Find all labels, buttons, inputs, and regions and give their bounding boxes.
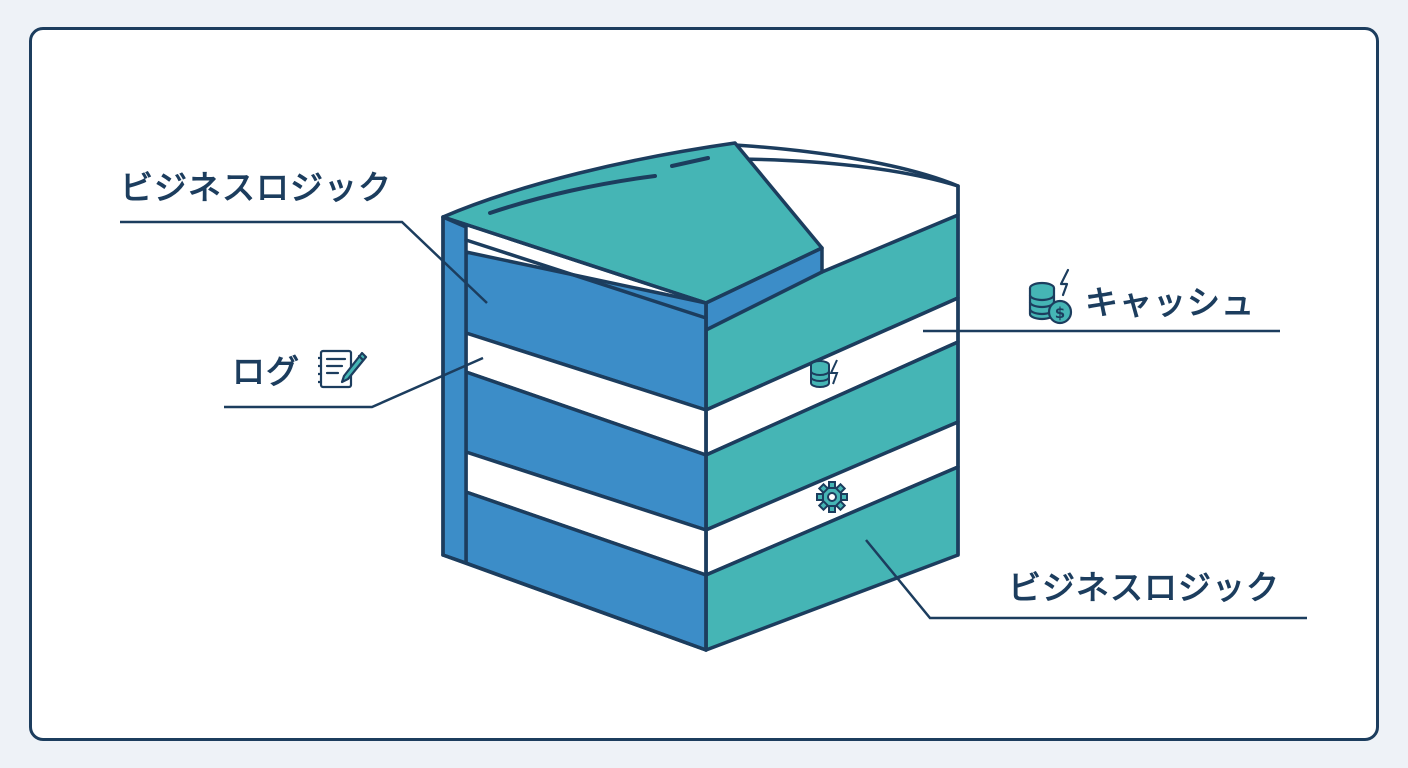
svg-text:$: $ xyxy=(1055,304,1065,322)
label-log: ログ xyxy=(232,352,300,391)
coin-stack-lightning-icon: $ xyxy=(1028,268,1073,325)
front-rim xyxy=(441,215,468,565)
top-face xyxy=(441,141,824,305)
leader-log xyxy=(224,356,484,409)
top-cut-arc xyxy=(738,157,960,188)
gear-icon xyxy=(816,481,848,513)
label-cache: キャッシュ xyxy=(1085,283,1255,322)
leader-business-logic-bottom xyxy=(865,539,1307,620)
leader-business-logic-top xyxy=(120,220,488,304)
notepad-pencil-icon xyxy=(318,349,368,389)
label-business-logic-top: ビジネスロジック xyxy=(120,168,392,207)
database-lightning-icon xyxy=(810,359,839,388)
label-business-logic-bottom: ビジネスロジック xyxy=(1008,568,1280,607)
